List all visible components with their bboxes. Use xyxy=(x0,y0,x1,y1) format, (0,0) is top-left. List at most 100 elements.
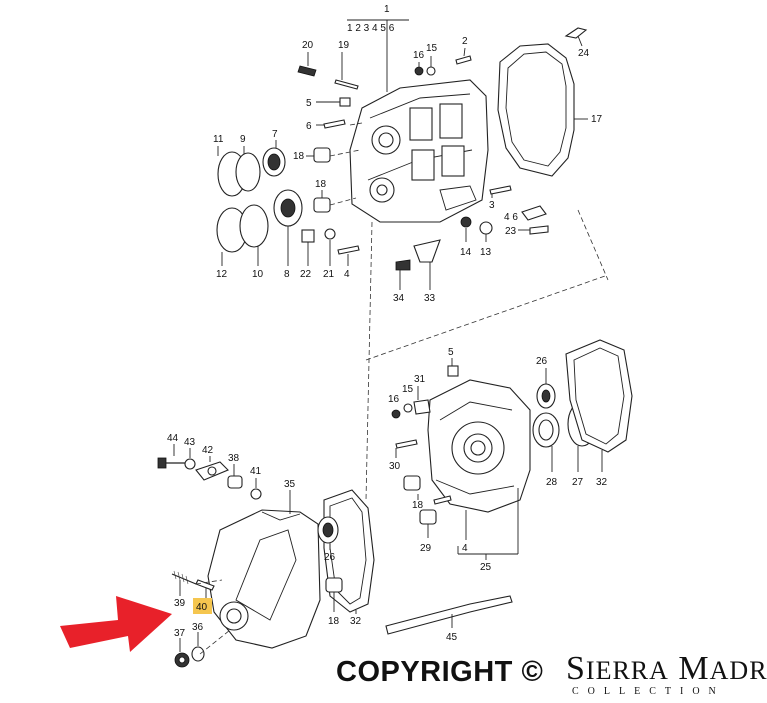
callout-7: 7 xyxy=(272,129,278,140)
callout-28: 28 xyxy=(546,477,558,488)
part-2-stud xyxy=(455,47,472,65)
part-19-pin xyxy=(334,52,359,90)
nut-37 xyxy=(174,638,190,668)
brand-m: M xyxy=(678,650,710,687)
bracket-33 xyxy=(413,239,441,290)
callout-42: 42 xyxy=(202,445,214,456)
clip-34 xyxy=(395,259,411,290)
callout-29: 29 xyxy=(420,543,432,554)
brand-s: S xyxy=(566,650,586,687)
callout-16b: 16 xyxy=(388,394,400,405)
callout-6: 6 xyxy=(306,121,312,132)
nut-16b xyxy=(391,409,401,419)
callout-18d: 18 xyxy=(328,616,340,627)
washer-43 xyxy=(184,448,196,470)
callout-32a: 32 xyxy=(596,477,608,488)
callout-26a: 26 xyxy=(536,356,548,367)
bushing-18d xyxy=(325,577,343,593)
gasket-45 xyxy=(385,595,513,635)
bearing-26a xyxy=(536,368,556,409)
bolt-44 xyxy=(157,444,186,469)
stud-30 xyxy=(395,439,418,458)
washer-36 xyxy=(191,632,205,662)
nut-16 xyxy=(414,66,424,76)
callout-8: 8 xyxy=(284,269,290,280)
pin-40 xyxy=(195,579,215,598)
callout-11: 11 xyxy=(213,134,224,145)
callout-19: 19 xyxy=(338,40,350,51)
part-5-plug xyxy=(339,97,351,107)
brand-ierra: IERRA xyxy=(585,656,669,685)
callout-2: 2 xyxy=(462,36,468,47)
callout-41: 41 xyxy=(250,466,262,477)
sleeve-38 xyxy=(227,464,243,489)
plug-13 xyxy=(479,221,493,242)
callout-20: 20 xyxy=(302,40,314,51)
callout-36: 36 xyxy=(192,622,204,633)
callout-14: 14 xyxy=(460,247,472,258)
callout-4c: 4 xyxy=(462,543,468,554)
gasket-17 xyxy=(497,43,588,177)
callout-13: 13 xyxy=(480,247,492,258)
red-arrow-icon xyxy=(60,596,172,652)
callout-46a: 4 6 xyxy=(504,212,518,223)
side-cover-35 xyxy=(207,490,321,649)
callout-23: 23 xyxy=(505,226,517,237)
callout-22: 22 xyxy=(300,269,312,280)
part-20-breather xyxy=(297,52,317,77)
bolt-22 xyxy=(301,229,315,266)
callout-12: 12 xyxy=(216,269,228,280)
transmission-housing xyxy=(349,79,489,223)
bushing-29 xyxy=(419,509,437,525)
oring-41 xyxy=(250,478,262,500)
callout-31: 31 xyxy=(414,374,426,385)
header-bracket xyxy=(347,19,409,92)
callout-18c: 18 xyxy=(412,500,424,511)
callout-5: 5 xyxy=(306,98,312,109)
bracket-25 xyxy=(457,488,519,560)
highlight-40 xyxy=(193,598,212,614)
stud-4c xyxy=(433,495,452,505)
callout-33: 33 xyxy=(424,293,436,304)
bracket-23 xyxy=(529,225,549,235)
callout-32b: 32 xyxy=(350,616,362,627)
callout-5b: 5 xyxy=(448,347,454,358)
brand-collection: COLLECTION xyxy=(572,686,725,697)
callout-header: 1 2 3 4 5 6 xyxy=(347,23,395,34)
callout-27: 27 xyxy=(572,477,584,488)
callout-37: 37 xyxy=(174,628,186,639)
callout-38: 38 xyxy=(228,453,240,464)
callout-17: 17 xyxy=(591,114,603,125)
gasket-32a xyxy=(565,339,633,472)
bracket-24 xyxy=(564,27,588,39)
washer-21 xyxy=(324,228,336,266)
bushing-18b xyxy=(313,197,331,213)
flange-42 xyxy=(195,456,229,481)
part-6-stud xyxy=(323,119,346,129)
plug-5b xyxy=(447,365,459,377)
callout-3: 3 xyxy=(489,200,495,211)
bearing-26b xyxy=(317,516,339,550)
callout-15b: 15 xyxy=(402,384,414,395)
clip-46 xyxy=(521,205,547,221)
stud-4a xyxy=(337,245,360,266)
brand-adre: ADRE xyxy=(709,656,767,685)
callout-30: 30 xyxy=(389,461,401,472)
callout-18b: 18 xyxy=(315,179,327,190)
callout-44: 44 xyxy=(167,433,179,444)
brand-logo: SIERRA MADRE xyxy=(566,652,767,686)
stud-39 xyxy=(171,570,197,596)
callout-1: 1 xyxy=(384,4,390,15)
nut-14 xyxy=(460,216,472,242)
callout-16a: 16 xyxy=(413,50,425,61)
ring-9 xyxy=(235,146,261,192)
copyright-text: COPYRIGHT © xyxy=(336,656,544,688)
callout-34: 34 xyxy=(393,293,405,304)
seal-8 xyxy=(273,189,303,266)
callout-26b: 26 xyxy=(324,552,336,563)
callout-45: 45 xyxy=(446,632,458,643)
callout-25: 25 xyxy=(480,562,492,573)
callout-39: 39 xyxy=(174,598,186,609)
callout-40: 40 xyxy=(196,602,208,613)
